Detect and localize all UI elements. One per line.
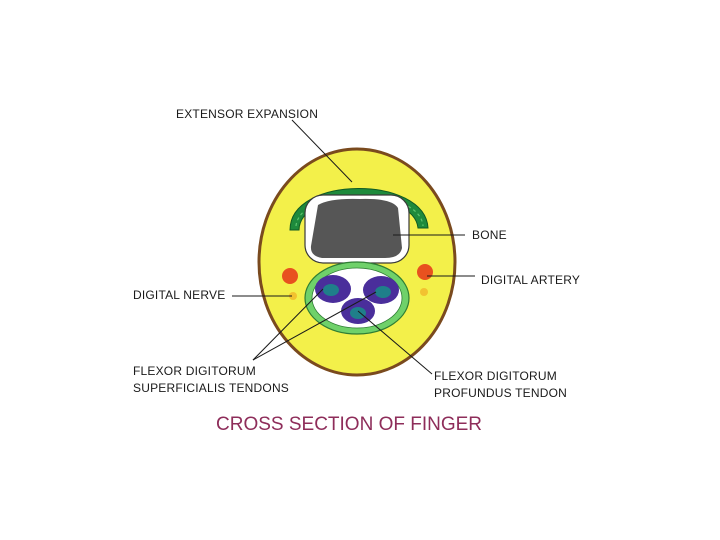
label-profundus-line1: FLEXOR DIGITORUM bbox=[434, 369, 557, 383]
label-digital-artery: DIGITAL ARTERY bbox=[481, 273, 580, 287]
label-superficialis-line2: SUPERFICIALIS TENDONS bbox=[133, 381, 289, 395]
leader-extensor bbox=[291, 119, 353, 183]
leader-superficialis-1 bbox=[252, 288, 324, 361]
label-bone: BONE bbox=[472, 228, 507, 242]
label-profundus-line2: PROFUNDUS TENDON bbox=[434, 386, 567, 400]
leader-superficialis-2 bbox=[252, 291, 377, 361]
flexor-tendon-center-core bbox=[350, 307, 366, 319]
label-superficialis-line1: FLEXOR DIGITORUM bbox=[133, 364, 256, 378]
extensor-expansion-texture bbox=[295, 195, 424, 227]
label-digital-nerve: DIGITAL NERVE bbox=[133, 288, 225, 302]
diagram-title: CROSS SECTION OF FINGER bbox=[216, 414, 482, 435]
digital-artery-left bbox=[282, 268, 298, 284]
digital-nerve-right bbox=[420, 288, 428, 296]
flexor-tendon-left-core bbox=[323, 284, 339, 296]
digital-nerve-left bbox=[289, 292, 297, 300]
digital-artery-right bbox=[417, 264, 433, 280]
label-extensor-expansion: EXTENSOR EXPANSION bbox=[176, 107, 318, 121]
bone bbox=[310, 198, 402, 258]
leader-profundus bbox=[357, 310, 433, 375]
flexor-tendon-right-core bbox=[375, 286, 391, 298]
